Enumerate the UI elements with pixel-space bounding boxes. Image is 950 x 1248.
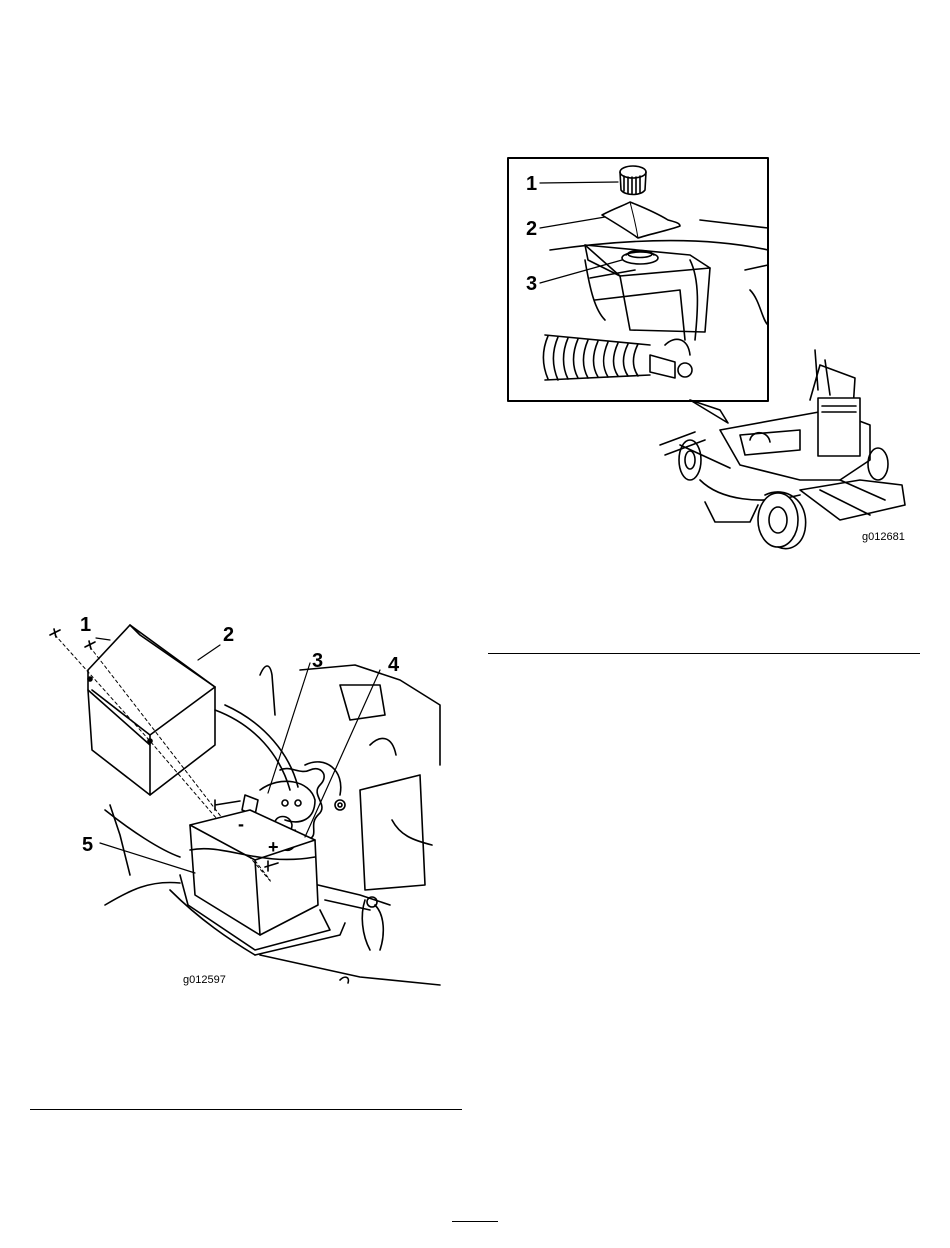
negative-terminal-mark: -: [238, 814, 244, 834]
reservoir-figure: 1 2 3 g012681: [500, 150, 920, 550]
callout-4: 4: [388, 654, 400, 676]
callout-2: 2: [526, 218, 537, 240]
section-divider-left: [30, 1109, 462, 1110]
section-divider-right: [488, 653, 920, 654]
callout-2: 2: [223, 624, 234, 646]
callout-3: 3: [526, 273, 537, 295]
reservoir-cap: [620, 166, 646, 195]
figure-code: g012597: [183, 974, 226, 986]
callout-5: 5: [82, 834, 93, 856]
machine-overview: [660, 350, 905, 549]
battery-figure: - + 1 2 3 4 5 g012597: [40, 605, 460, 995]
callout-1: 1: [526, 173, 537, 195]
spring-coil: [544, 335, 651, 380]
battery-cover: [88, 625, 215, 795]
battery: [190, 810, 318, 935]
positive-terminal-mark: +: [268, 837, 279, 857]
page-footer-rule: [452, 1221, 498, 1222]
figure-code: g012681: [862, 531, 905, 543]
strainer-cloth: [602, 202, 680, 238]
callout-1: 1: [80, 614, 91, 636]
callout-3: 3: [312, 650, 323, 672]
